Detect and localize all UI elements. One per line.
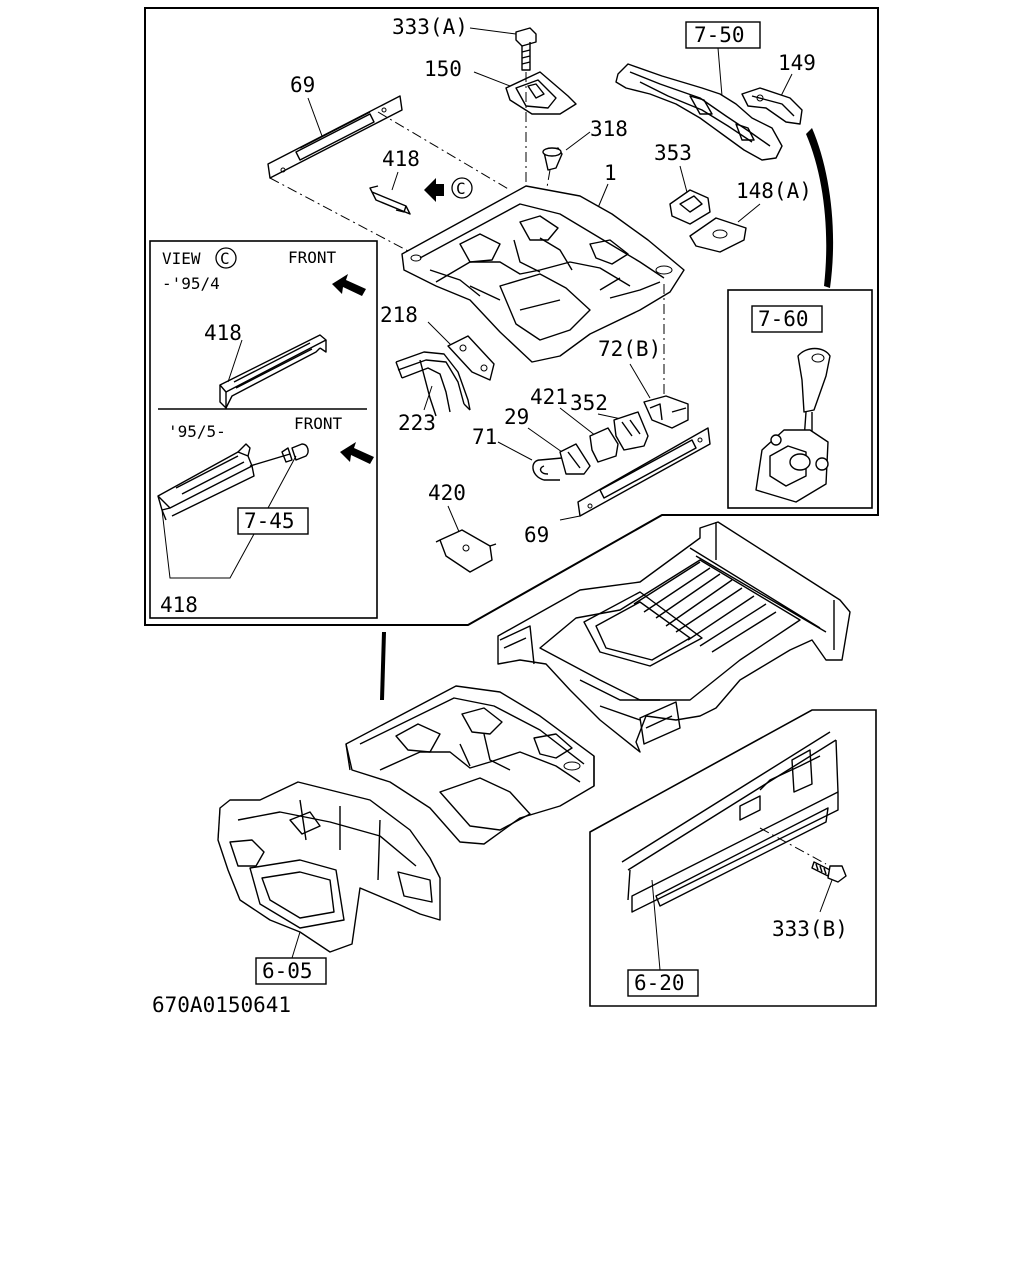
label-69-top: 69: [290, 73, 315, 97]
label-353: 353: [654, 141, 692, 165]
label-223: 223: [398, 411, 436, 435]
bolt-333a-icon: [515, 27, 537, 71]
part-150-bracket: [505, 71, 577, 115]
period-late: '95/5-: [168, 422, 226, 441]
bolt-7-45-icon: [249, 443, 309, 467]
view-c-inset-box: [149, 240, 378, 619]
period-early: -'95/4: [162, 274, 220, 293]
detail-frame: [144, 7, 879, 626]
front-arrow-icon-2: [340, 442, 374, 464]
label-69-bottom: 69: [524, 523, 549, 547]
front-floor-assembly: [345, 685, 595, 845]
part-69-top-sill: [267, 95, 403, 179]
part-223-bracket: [395, 351, 471, 417]
label-421: 421: [530, 385, 568, 409]
callout-stroke-7-60: [806, 128, 834, 288]
part-29-bracket: [559, 443, 591, 475]
part-218-plate: [447, 335, 495, 381]
label-318: 318: [590, 117, 628, 141]
part-352-bracket: [613, 411, 649, 451]
label-150: 150: [424, 57, 462, 81]
label-7-50: 7-50: [694, 23, 745, 47]
front-label-1: FRONT: [288, 248, 337, 267]
label-218: 218: [380, 303, 418, 327]
label-420: 420: [428, 481, 466, 505]
part-353-bracket: [669, 189, 711, 225]
ref-box-7-60: [751, 305, 823, 333]
label-7-60: 7-60: [758, 307, 809, 331]
label-333a: 333(A): [392, 15, 468, 39]
view-c-marker-icon: [451, 177, 473, 199]
part-149-bracket: [741, 87, 803, 125]
part-72b-bracket: [643, 395, 689, 429]
callout-stroke-floor: [380, 632, 386, 700]
part-1-floor-panel-upper: [401, 185, 685, 363]
label-149: 149: [778, 51, 816, 75]
inset-7-60-box: [727, 289, 873, 509]
part-7-60-gear-lever: [755, 347, 831, 503]
label-418-late: 418: [160, 593, 198, 617]
label-6-05: 6-05: [262, 959, 313, 983]
ref-box-7-50: [685, 21, 761, 49]
part-69-bottom-sill: [577, 427, 711, 517]
view-c-marker-letter: C: [456, 179, 466, 198]
label-6-20: 6-20: [634, 971, 685, 995]
ref-box-7-45: [237, 507, 309, 535]
view-c-arrow-icon: [424, 178, 444, 202]
inset-6-20-box: [589, 709, 877, 1007]
rear-floor-assembly: [497, 521, 851, 753]
part-418-late: [157, 443, 255, 521]
part-418-early: [219, 334, 327, 409]
part-71-strap: [532, 457, 563, 481]
part-6-20-side-panel: [621, 731, 839, 913]
front-label-2: FRONT: [294, 414, 343, 433]
part-420-bracket: [435, 529, 497, 573]
part-418-main: [369, 185, 411, 215]
bolt-333b-icon: [811, 861, 847, 883]
part-318-plug: [542, 147, 563, 171]
label-29: 29: [504, 405, 529, 429]
view-c-circle-letter: C: [220, 249, 230, 268]
label-418-early: 418: [204, 321, 242, 345]
label-7-45: 7-45: [244, 509, 295, 533]
view-c-circle-icon: [215, 247, 237, 269]
diagram-code: 670A0150641: [152, 993, 291, 1017]
label-71: 71: [472, 425, 497, 449]
ref-box-6-05: [255, 957, 327, 985]
part-148a-nut-plate: [689, 217, 747, 253]
ref-box-6-20: [627, 969, 699, 997]
label-418-main: 418: [382, 147, 420, 171]
label-148a: 148(A): [736, 179, 812, 203]
front-arrow-icon-1: [332, 274, 366, 296]
part-7-50-crossmember: [615, 63, 783, 161]
label-333b: 333(B): [772, 917, 848, 941]
dash-body-assembly: [217, 781, 441, 953]
label-1: 1: [604, 161, 617, 185]
view-c-title: VIEW: [162, 249, 201, 268]
label-352: 352: [570, 391, 608, 415]
part-421-block: [589, 427, 619, 463]
label-72b: 72(B): [598, 337, 661, 361]
